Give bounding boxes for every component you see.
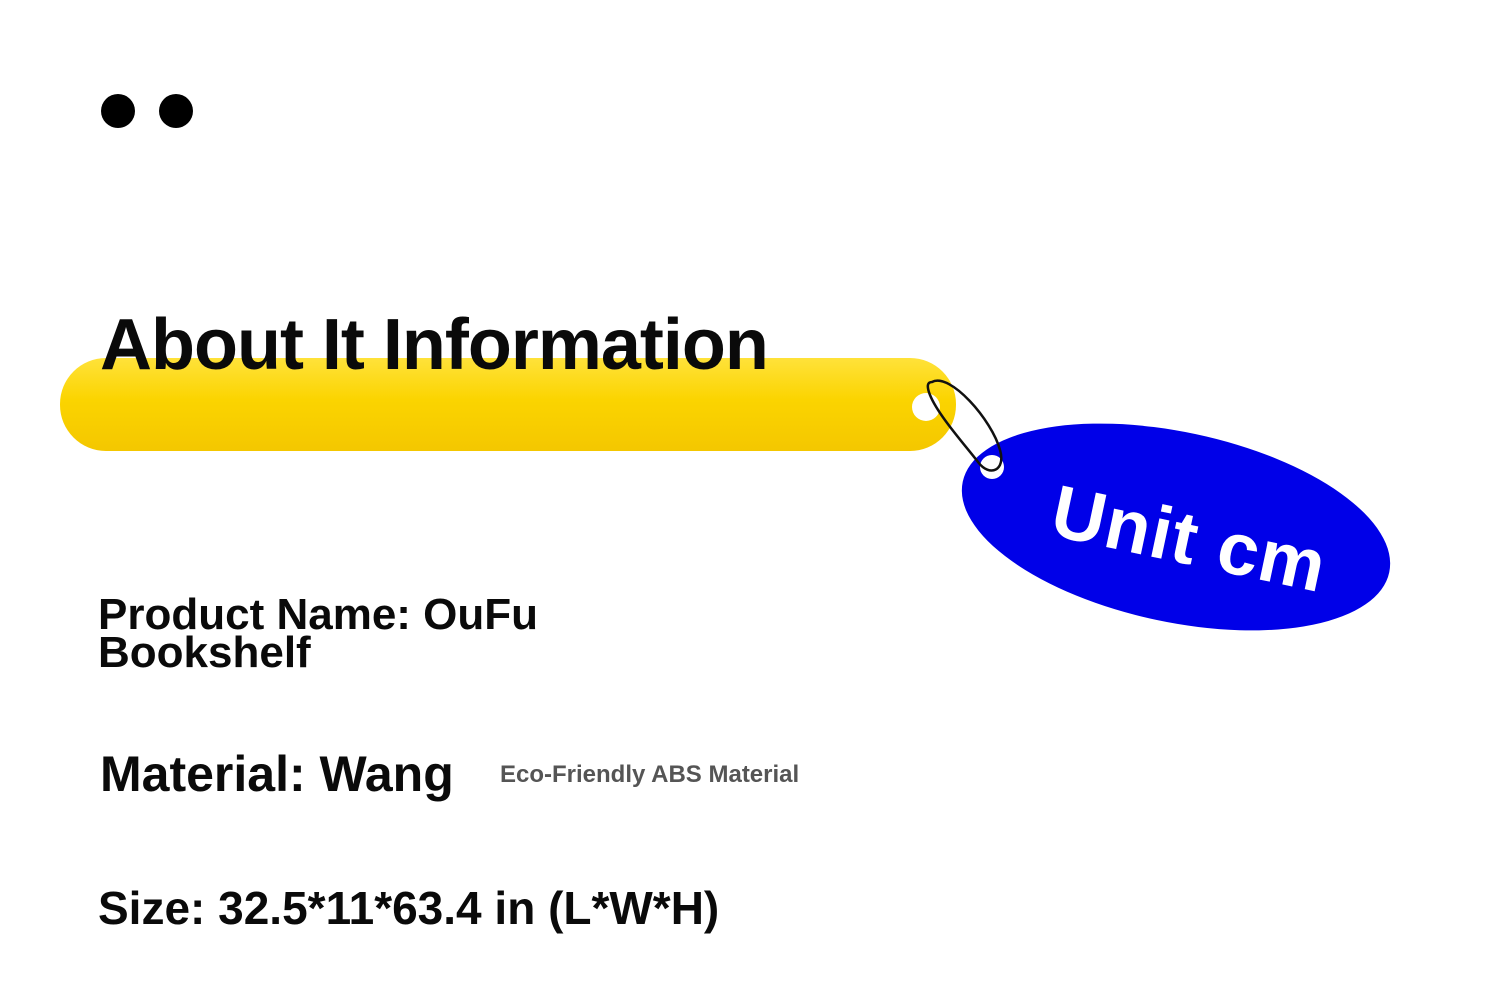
dot-icon [159,94,193,128]
material-note-text: Eco-Friendly ABS Material [500,761,800,788]
bar-hole [912,393,940,421]
title-highlight-bar [60,358,956,451]
tag-hole [980,455,1004,479]
material-text: Material: Wang [100,746,454,802]
dot-icon [101,94,135,128]
size-text: Size: 32.5*11*63.4 in (L*W*H) [98,882,720,934]
page-title: About It Information [100,305,769,385]
product-name-text: Product Name: OuFu Bookshelf [98,590,539,677]
